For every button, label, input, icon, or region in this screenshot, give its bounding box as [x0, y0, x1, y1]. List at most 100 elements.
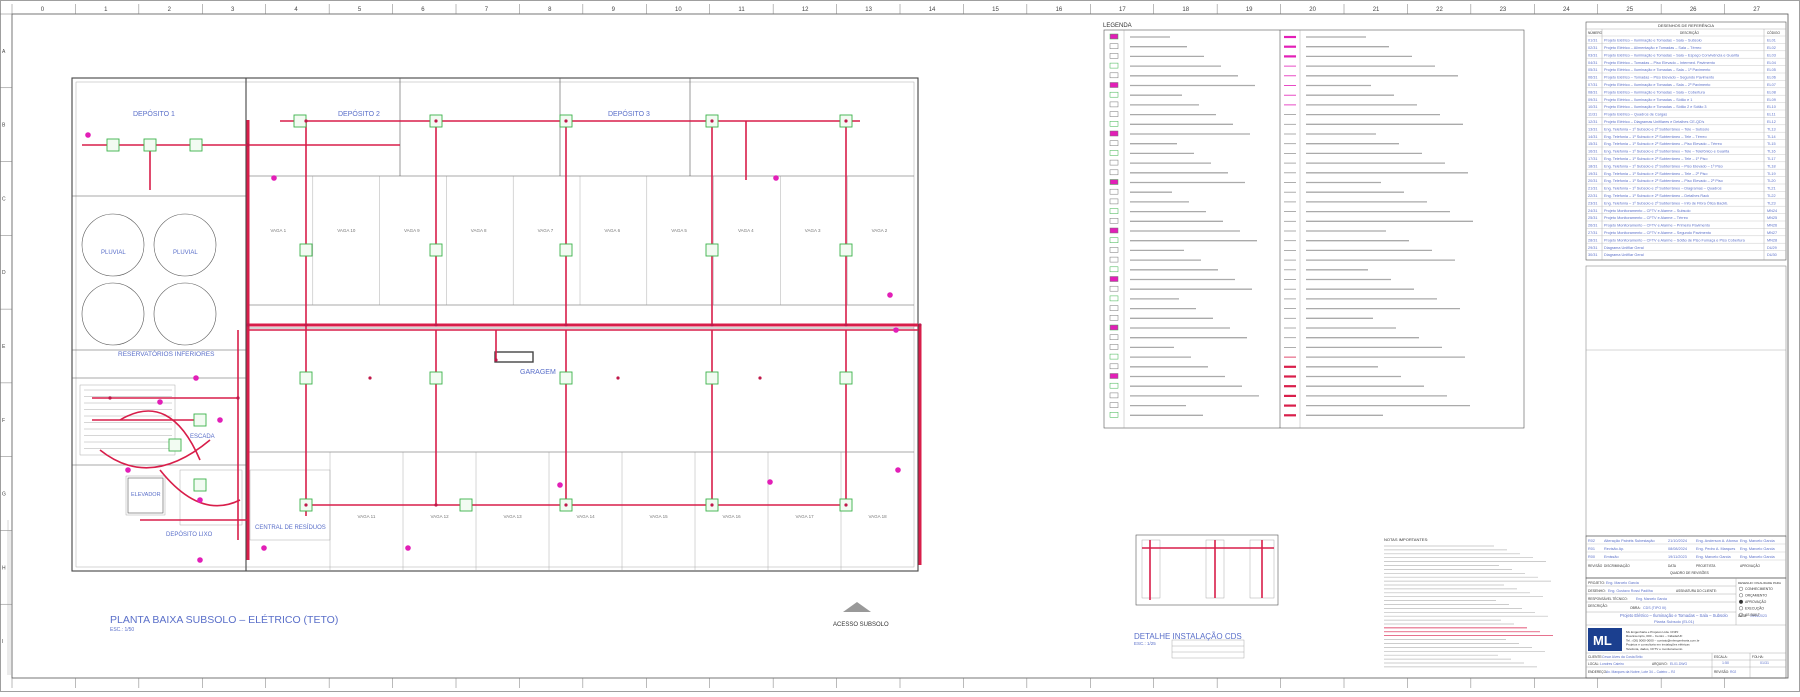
company-info-line: ML Engenharia e Projetos Ltda. CNPJ: [1626, 630, 1679, 634]
drawing-number: 11/31: [1588, 113, 1597, 117]
outlet-icon: [197, 497, 203, 503]
room-deposito-lixo: DEPÓSITO LIXO: [166, 531, 213, 538]
drawing-description: Projeto Elétrico – Iluminação e Tomadas …: [1604, 39, 1702, 43]
revision-cell: R02: [1588, 539, 1595, 543]
junction-dot: [434, 323, 438, 327]
parking-label: VAGA 18: [869, 514, 888, 519]
descricao-subtitle: Planta Subsolo (EL01): [1654, 619, 1695, 624]
outlet-icon: [773, 175, 779, 181]
grid-col-label: 23: [1500, 7, 1507, 13]
drawing-description: Projeto Elétrico – Iluminação e Tomadas …: [1604, 53, 1740, 57]
legend-symbol-icon: [1109, 344, 1119, 350]
junction-dot: [918, 323, 922, 327]
drawing-description: Diagrama Unifilar Geral: [1604, 253, 1644, 257]
junction-dot: [564, 323, 568, 327]
access-label: ACESSO SUBSOLO: [833, 622, 889, 628]
legend-symbol-icon: [1109, 247, 1119, 253]
drawing-description: Projeto Elétrico – Alimentação e Tomadas…: [1604, 46, 1701, 50]
junction-dot: [246, 143, 250, 147]
drawing-number: 03/31: [1588, 53, 1598, 57]
room-pluvial-2: PLUVIAL: [173, 250, 198, 256]
grid-col-label: 1: [104, 7, 108, 13]
outlet-icon: [85, 132, 91, 138]
outlet-icon: [887, 292, 893, 298]
luminaire-icon: [705, 243, 719, 257]
drawing-number: 17/31: [1588, 157, 1598, 161]
drawing-code: EL02: [1767, 46, 1776, 50]
status-title: DESENHO: FINALIDADE PARA: [1738, 581, 1781, 585]
drawing-number: 28/31: [1588, 238, 1598, 242]
parking-label: VAGA 16: [723, 514, 742, 519]
legend-symbol-icon: [1109, 266, 1119, 273]
revision-header: PROJETISTA: [1696, 564, 1716, 568]
resp-value: Eng. Marcelo Garcia: [1636, 597, 1667, 601]
grid-row-label: G: [2, 492, 6, 498]
revision-header: REVISÃO: [1588, 563, 1603, 568]
legend-symbol-icon: [1109, 82, 1119, 88]
col-numero: NÚMERO: [1588, 30, 1603, 35]
outlet-icon: [767, 479, 773, 485]
drawing-description: Eng. Telefonia – 1º Subsolo e 2º Subterr…: [1604, 179, 1723, 183]
assinatura-label: ASSINATURA DO CLIENTE:: [1676, 589, 1717, 593]
drawing-number: 04/31: [1588, 61, 1598, 65]
drawing-number: 21/31: [1588, 187, 1598, 191]
drawing-code: TL18: [1767, 164, 1776, 168]
luminaire-icon: [459, 498, 473, 512]
col-codigo: CÓDIGO: [1767, 30, 1780, 35]
desenho-label: DESENHO:: [1588, 589, 1606, 593]
grid-col-label: 14: [929, 7, 936, 13]
junction-dot: [844, 119, 848, 123]
luminaire-icon: [429, 371, 443, 385]
status-option: EXECUÇÃO: [1745, 606, 1764, 611]
revision-cell: 08/08/2024: [1668, 547, 1687, 551]
parking-label: VAGA 4: [738, 228, 754, 233]
descricao-value: Projeto Elétrico – Iluminação e Tomadas …: [1620, 613, 1728, 618]
legend-symbol-icon: [1109, 237, 1119, 243]
outlet-icon: [271, 175, 277, 181]
grid-row-label: F: [2, 418, 5, 424]
obra-value: CDS (TIPO III): [1643, 606, 1666, 610]
outlet-icon: [193, 375, 199, 381]
legend-symbol-icon: [1109, 285, 1119, 292]
drawing-description: Projeto Monitoramento – CFTV e Alarme – …: [1604, 216, 1688, 220]
drawing-description: Projeto Elétrico – Iluminação e Tomadas …: [1604, 68, 1710, 72]
grid-col-label: 0: [41, 7, 45, 13]
drawing-code: EL07: [1767, 83, 1776, 87]
drawing-description: Projeto Monitoramento – CFTV e Alarme – …: [1604, 238, 1746, 242]
drawing-code: DU29: [1767, 246, 1777, 250]
grid-col-label: 19: [1246, 7, 1253, 13]
drawing-code: EL03: [1767, 53, 1776, 57]
outlet-icon: [217, 417, 223, 423]
revision-cell: Alteração Painéis Subestação: [1604, 539, 1655, 543]
data-value: 19/11/2023: [1750, 614, 1767, 618]
legend-symbol-icon: [1109, 402, 1119, 408]
legend-symbol-icon: [1109, 53, 1119, 59]
revisao-label: REVISÃO:: [1714, 669, 1729, 674]
conduit-runs: [82, 120, 922, 565]
drawing-number: 16/31: [1588, 150, 1598, 154]
room-elevador: ELEVADOR: [131, 492, 161, 498]
drawing-description: Diagrama Unifilar Geral: [1604, 246, 1644, 250]
drawing-code: TL15: [1767, 142, 1776, 146]
legend-symbol-icon: [1109, 208, 1119, 214]
company-info-line: Tel.: (00) 0000-0000 – contato@mlengenha…: [1626, 638, 1699, 642]
plan-scale: ESC.: 1/50: [110, 627, 134, 633]
outlet-icon: [157, 399, 163, 405]
legend-title: LEGENDA: [1103, 23, 1132, 29]
luminaire-icon: [193, 478, 207, 492]
junction-dot: [108, 396, 112, 400]
legend-symbol-icon: [1109, 334, 1119, 340]
revision-cell: Emissão: [1604, 555, 1619, 559]
outlet-icon: [557, 482, 563, 488]
drawing-code: EL04: [1767, 61, 1776, 65]
room-escada: ESCADA: [190, 434, 215, 440]
junction-dot: [434, 119, 438, 123]
obra-label: OBRA:: [1630, 606, 1641, 610]
drawing-code: EL06: [1767, 76, 1776, 80]
junction-dot: [494, 358, 498, 362]
grid-col-label: 26: [1690, 7, 1697, 13]
drawing-code: EL09: [1767, 98, 1776, 102]
luminaire-icon: [193, 413, 207, 427]
status-option: APROVAÇÃO: [1745, 599, 1767, 604]
parking-label: VAGA 5: [671, 228, 687, 233]
